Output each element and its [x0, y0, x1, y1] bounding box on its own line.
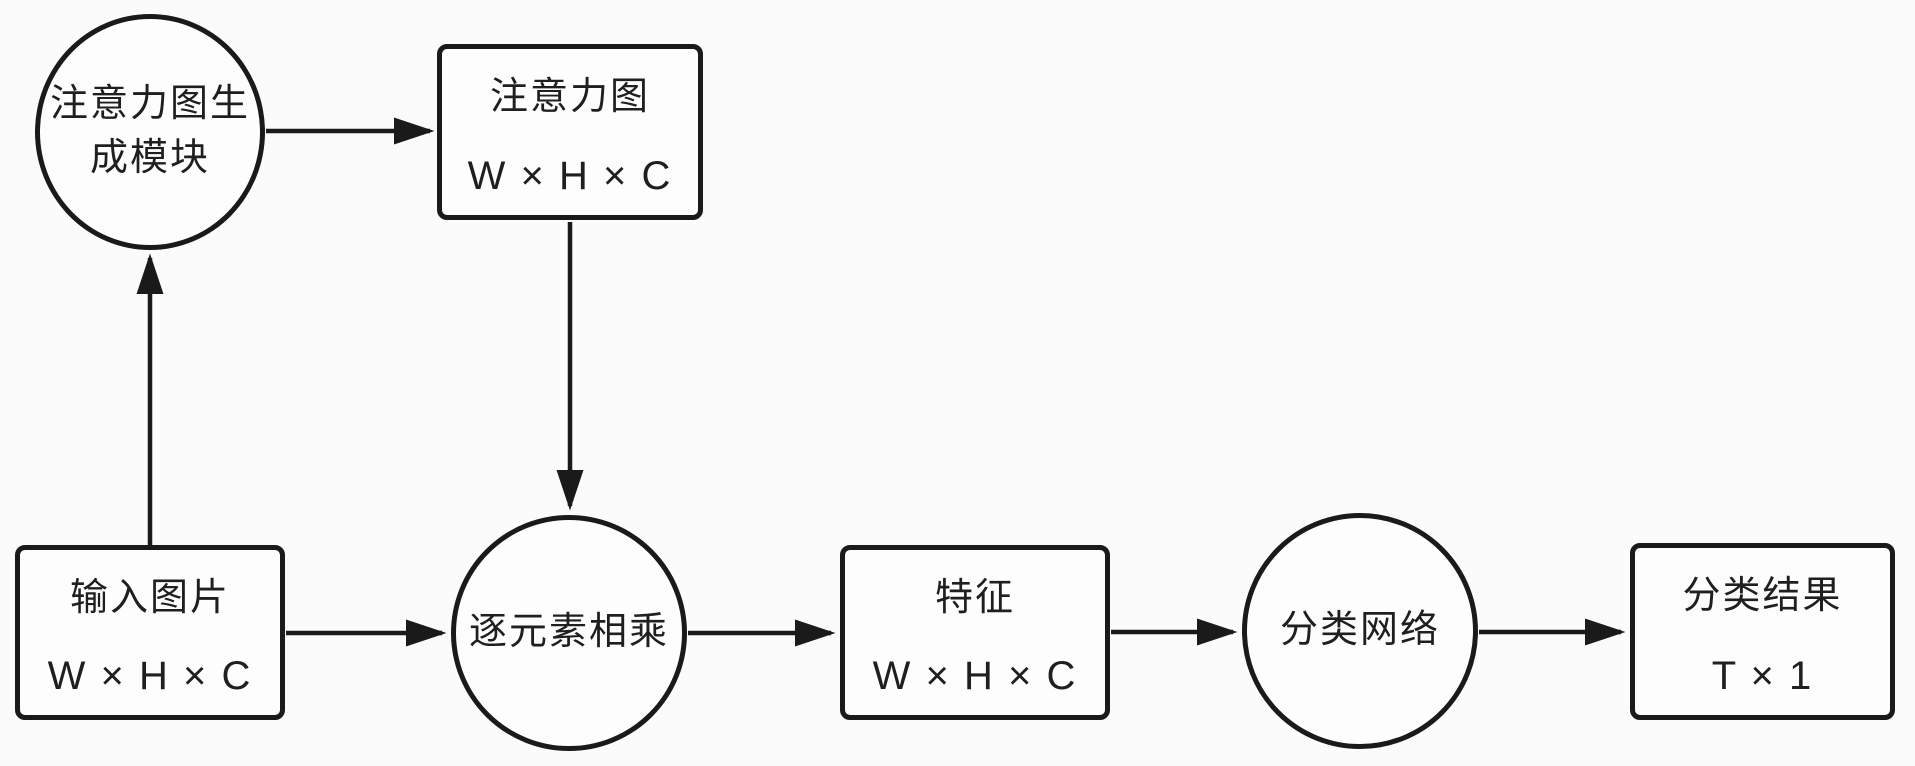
node-feature-label: 特征 — [934, 577, 1015, 619]
node-elementwise-multiply: 逐元素相乘 — [451, 515, 687, 751]
node-classification-network-label: 分类网络 — [1279, 609, 1440, 652]
node-classification-result-dims: T × 1 — [1711, 654, 1814, 698]
node-input-image-label: 输入图片 — [69, 577, 230, 619]
node-feature: 特征 W × H × C — [840, 545, 1110, 720]
node-classification-result-label: 分类结果 — [1682, 575, 1843, 617]
node-attention-gen-module-label: 注意力图生 成模块 — [50, 78, 250, 186]
node-feature-dims: W × H × C — [872, 654, 1078, 698]
node-elementwise-multiply-label: 逐元素相乘 — [468, 611, 669, 654]
node-classification-result: 分类结果 T × 1 — [1630, 543, 1895, 720]
node-input-image-dims: W × H × C — [47, 654, 253, 698]
node-input-image: 输入图片 W × H × C — [15, 545, 285, 720]
label-line-1: 注意力图生 — [49, 83, 250, 126]
node-attention-map-label: 注意力图 — [489, 76, 650, 118]
node-attention-gen-module: 注意力图生 成模块 — [35, 14, 265, 250]
node-attention-map: 注意力图 W × H × C — [437, 44, 703, 220]
label-line-2: 成模块 — [89, 137, 210, 179]
node-attention-map-dims: W × H × C — [467, 154, 673, 198]
node-classification-network: 分类网络 — [1242, 513, 1478, 749]
